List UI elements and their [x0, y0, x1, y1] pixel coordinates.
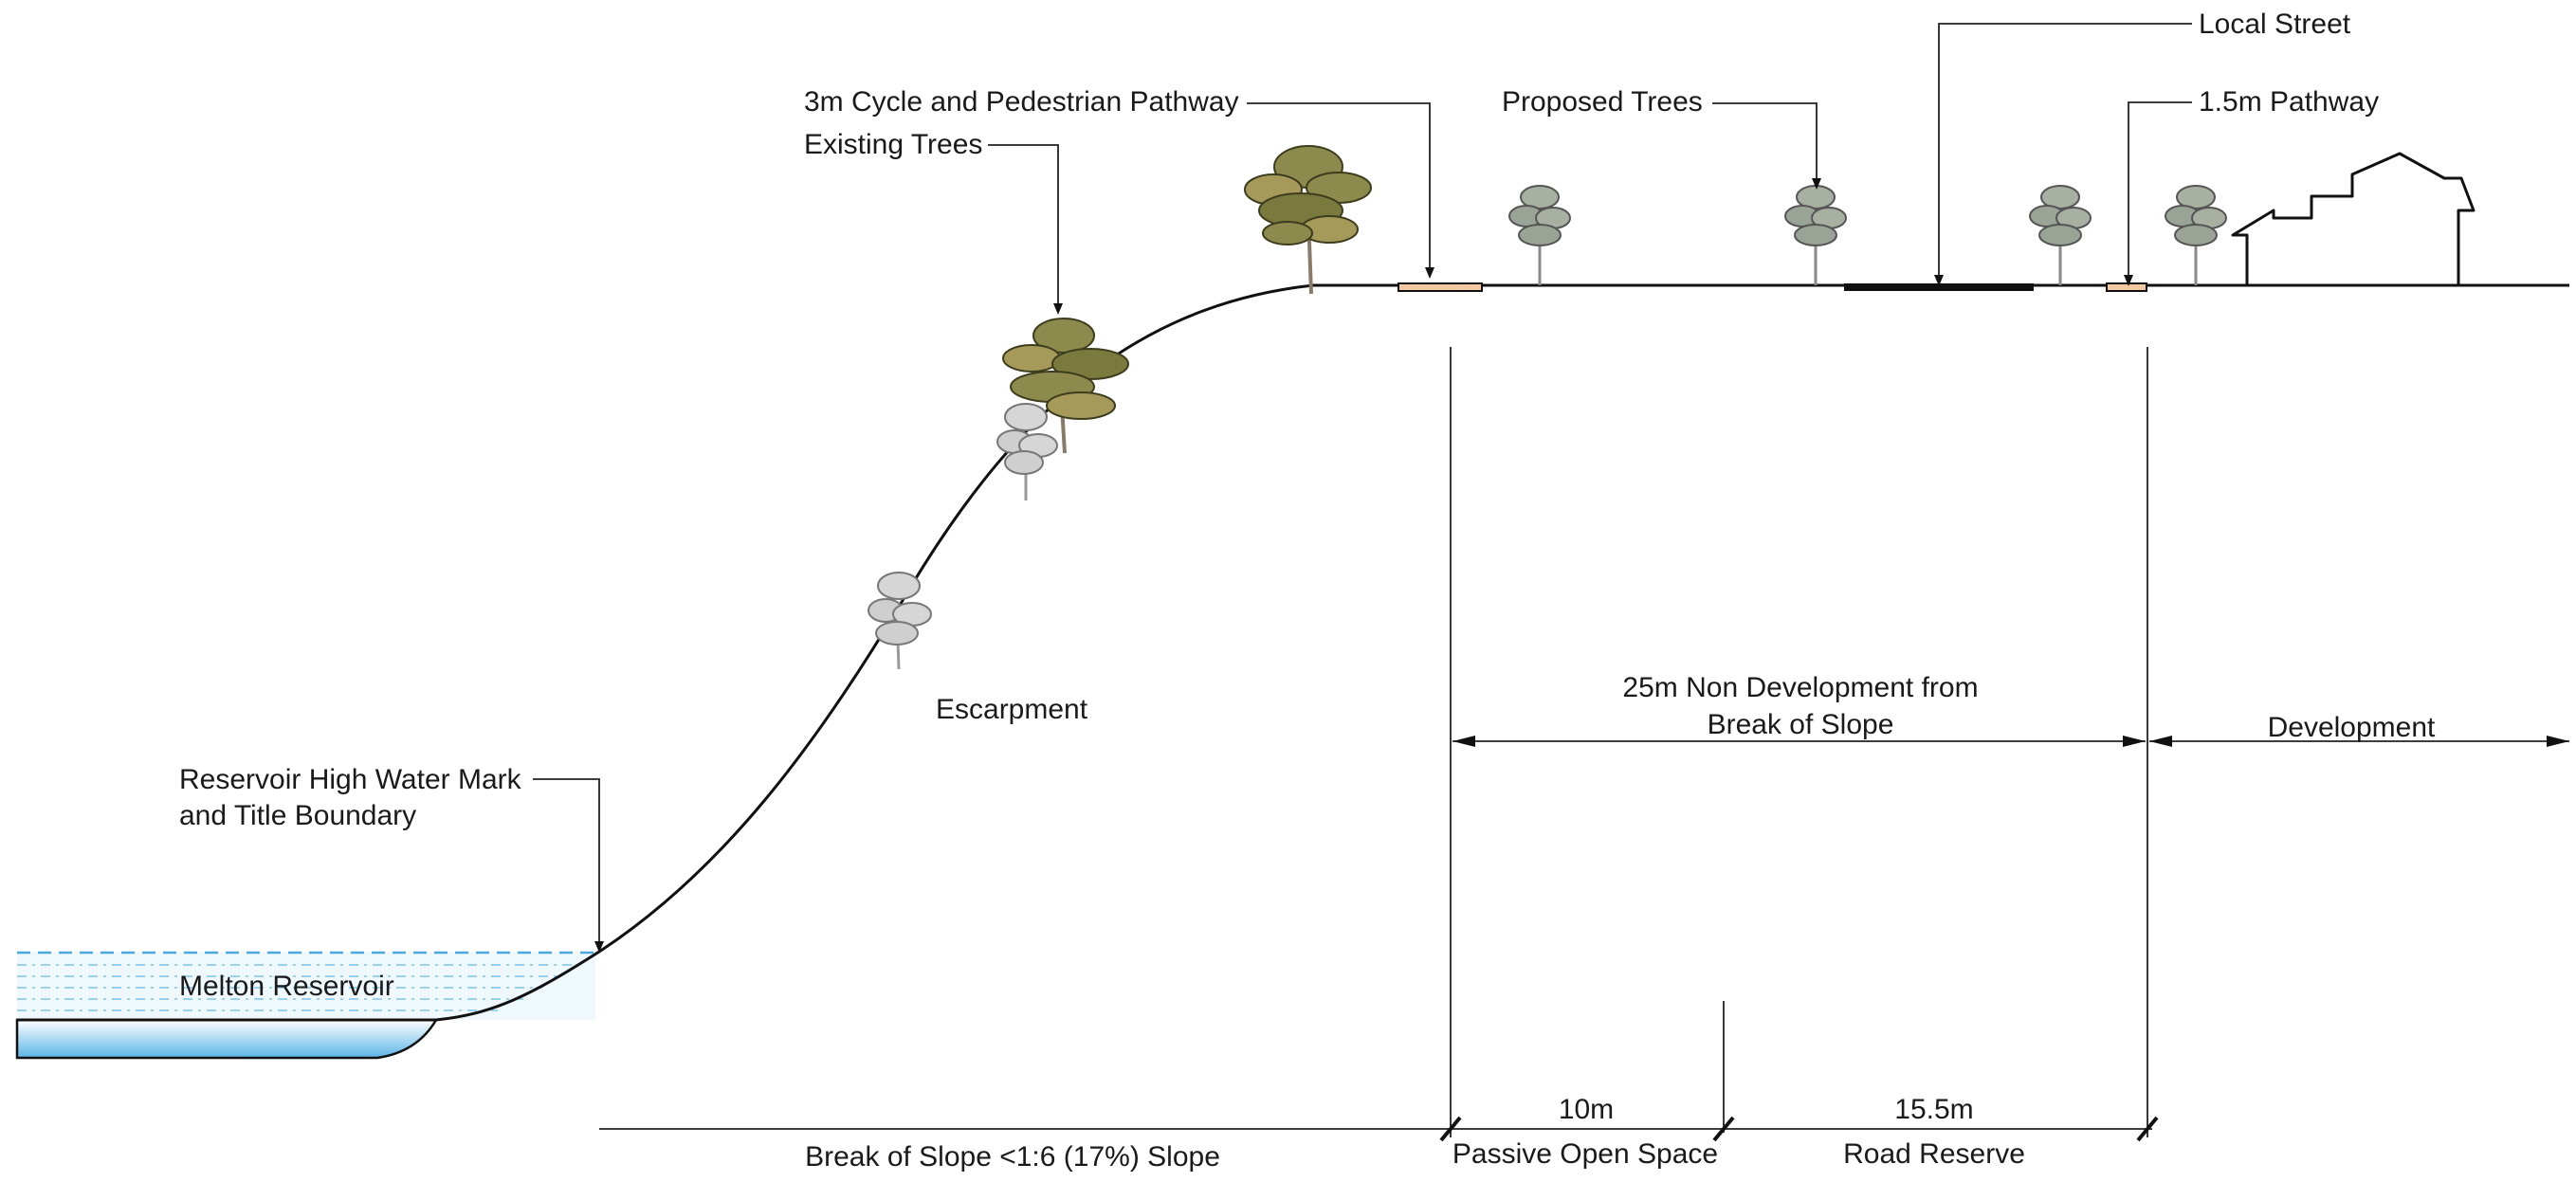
dimension-ticks — [1439, 1116, 2159, 1142]
existing-trees-label: Existing Trees — [804, 129, 982, 160]
small-tree-light — [996, 403, 1058, 500]
cycle-pathway-label: 3m Cycle and Pedestrian Pathway — [804, 86, 1239, 118]
development-label: Development — [2268, 712, 2436, 743]
proposed-trees-label: Proposed Trees — [1502, 86, 1703, 118]
dimension-lines — [599, 347, 2569, 1137]
non-development-label-line1: 25m Non Development from — [1622, 672, 1978, 703]
small-tree-slope — [868, 572, 932, 670]
escarpment-label: Escarpment — [936, 694, 1088, 725]
leader-arrowheads — [594, 178, 2133, 953]
dimension-arrowheads — [1452, 736, 2569, 747]
reservoir-water — [15, 951, 597, 1060]
passive-open-space-label: Passive Open Space — [1452, 1138, 1718, 1170]
break-of-slope-label: Break of Slope <1:6 (17%) Slope — [805, 1141, 1220, 1173]
proposed-tree-4 — [2165, 185, 2227, 285]
house-outline — [2231, 152, 2476, 285]
road-reserve-label: Road Reserve — [1843, 1138, 2025, 1170]
proposed-tree-3 — [2029, 185, 2092, 285]
proposed-tree-2 — [1784, 185, 1847, 285]
proposed-tree-1 — [1508, 185, 1571, 285]
reservoir-label: Melton Reservoir — [179, 971, 394, 1002]
local-street-label: Local Street — [2199, 9, 2351, 40]
pathway-1-5m-label: 1.5m Pathway — [2199, 86, 2379, 118]
existing-tree-mid — [1002, 318, 1129, 454]
leader-lines — [533, 23, 2192, 943]
local-street-surface — [1844, 283, 2034, 291]
dimension-10m-label: 10m — [1559, 1094, 1614, 1125]
dimension-15-5m-label: 15.5m — [1894, 1094, 1973, 1125]
non-development-label-line2: Break of Slope — [1708, 709, 1894, 740]
high-water-mark-label-line1: Reservoir High Water Mark — [179, 764, 522, 795]
high-water-mark-label-line2: and Title Boundary — [179, 800, 416, 831]
pathway-1-5m-surface — [2106, 282, 2147, 292]
ground-profile — [17, 283, 2569, 1022]
existing-tree-top — [1244, 145, 1372, 295]
cycle-pathway-surface — [1398, 282, 1483, 292]
